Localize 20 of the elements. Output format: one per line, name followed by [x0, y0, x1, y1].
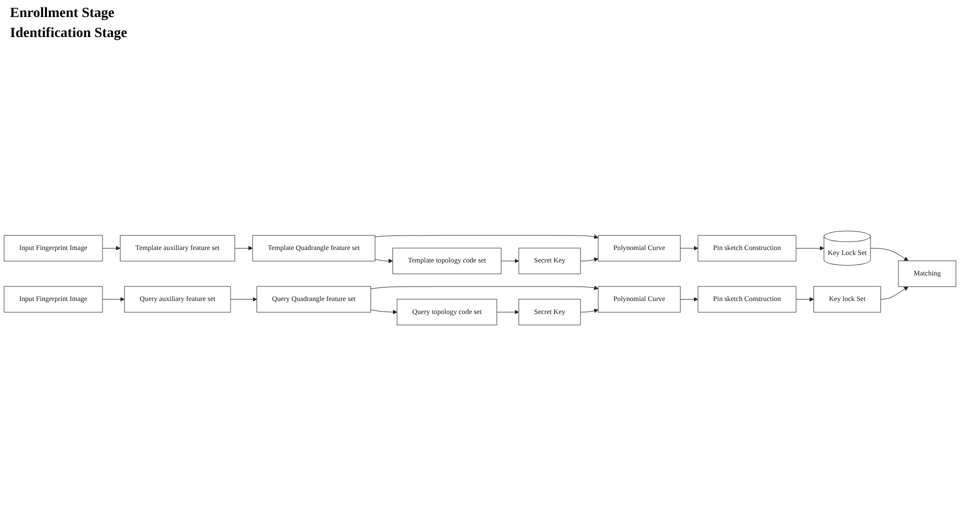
arrow — [796, 298, 814, 302]
arrow — [580, 309, 598, 314]
arrow — [374, 259, 393, 264]
arrow — [370, 286, 598, 290]
arrow — [500, 259, 520, 264]
arrow — [796, 246, 824, 251]
arrow — [370, 310, 398, 315]
arrow — [680, 298, 698, 302]
arrow — [580, 258, 598, 262]
stage-heading: Identification Stage — [10, 26, 128, 42]
arrow — [680, 246, 698, 251]
arrow — [102, 246, 120, 251]
arrow — [870, 248, 908, 262]
arrow — [230, 298, 258, 302]
arrow — [102, 298, 125, 302]
arrow — [234, 246, 253, 251]
stage-heading: Enrollment Stage — [10, 6, 116, 22]
arrow — [374, 235, 598, 240]
arrow — [496, 310, 520, 315]
arrow — [880, 286, 908, 300]
